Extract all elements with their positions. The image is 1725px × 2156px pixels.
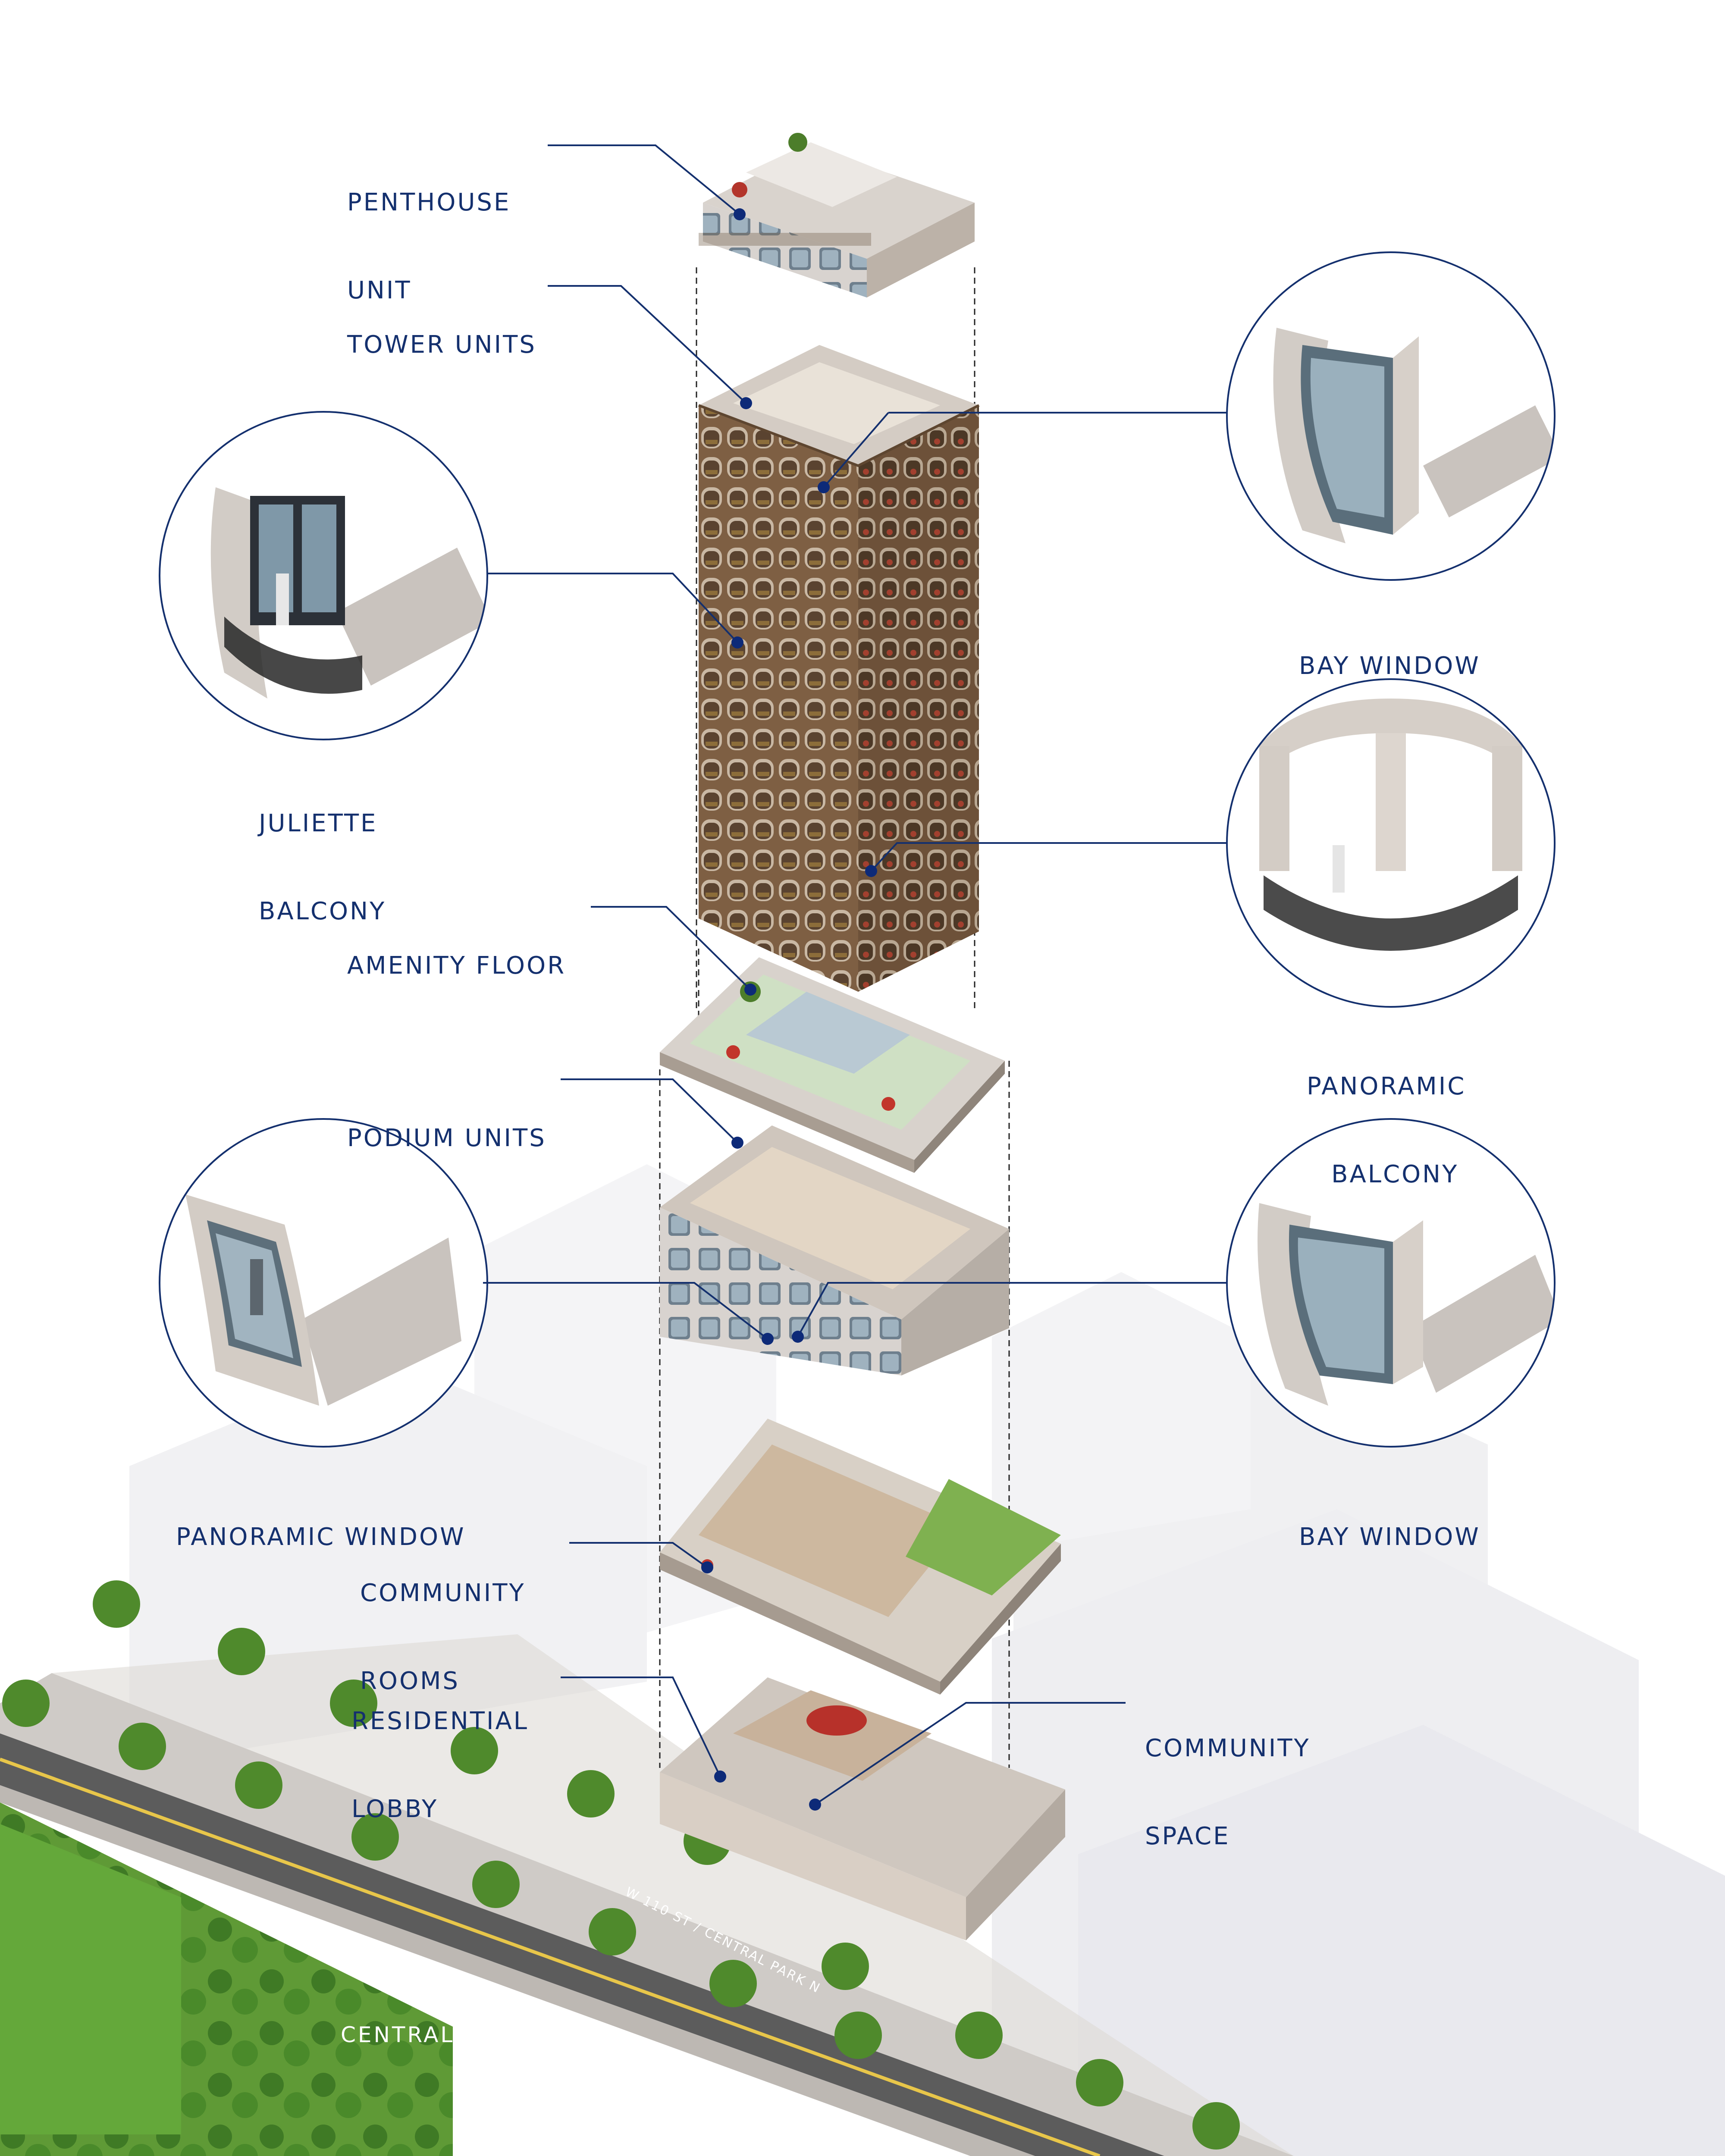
label-bay-window-bottom: BAY WINDOW <box>1299 1464 1480 1581</box>
detail-panoramic-window <box>159 1118 488 1448</box>
detail-juliette-balcony <box>159 411 488 740</box>
label-panoramic-window: PANORAMIC WINDOW <box>176 1464 466 1581</box>
label-line: PANORAMIC WINDOW <box>176 1523 466 1551</box>
label-line: JULIETTE <box>259 809 378 837</box>
label-line: LOBBY <box>351 1795 439 1823</box>
leader-lines <box>483 144 1227 1805</box>
label-line: BALCONY <box>1331 1160 1459 1188</box>
amenity-floor-block <box>660 957 1005 1173</box>
penthouse-unit-block <box>699 133 975 298</box>
label-line: PENTHOUSE <box>347 188 511 216</box>
label-line: PODIUM UNITS <box>347 1124 546 1152</box>
community-rooms-block <box>660 1419 1061 1695</box>
map-label-central-park: CENTRAL PARK <box>341 2022 528 2047</box>
residential-lobby-block <box>660 1677 1065 1940</box>
label-line: BALCONY <box>259 897 386 925</box>
label-line: ROOMS <box>360 1667 460 1695</box>
label-line: AMENITY FLOOR <box>347 952 566 980</box>
label-residential-lobby: RESIDENTIAL LOBBY <box>351 1648 529 1853</box>
street-trees <box>2 1580 1240 2150</box>
explode-guides <box>659 267 1010 1768</box>
label-line: RESIDENTIAL <box>351 1707 529 1735</box>
label-podium-units: PODIUM UNITS <box>347 1065 546 1182</box>
label-panoramic-balcony: PANORAMIC BALCONY <box>1307 1013 1466 1219</box>
label-line: BAY WINDOW <box>1299 652 1480 680</box>
label-line: COMMUNITY <box>360 1579 526 1607</box>
label-tower-units: TOWER UNITS <box>347 272 536 389</box>
label-line: TOWER UNITS <box>347 331 536 359</box>
label-penthouse-unit: PENTHOUSE UNIT <box>347 129 511 335</box>
label-line: PANORAMIC <box>1307 1072 1466 1100</box>
detail-bay-window-bottom <box>1226 1118 1556 1448</box>
central-park <box>0 1802 453 2156</box>
callout-dots <box>701 208 877 1811</box>
detail-bay-window-top <box>1226 251 1556 581</box>
label-juliette-balcony: JULIETTE BALCONY <box>259 750 386 956</box>
label-community-space: COMMUNITY SPACE <box>1145 1675 1311 1880</box>
label-line: COMMUNITY <box>1145 1734 1311 1762</box>
tower-units-block <box>698 345 980 992</box>
podium-units-block <box>660 1125 1009 1376</box>
detail-panoramic-balcony <box>1226 678 1556 1008</box>
label-line: BAY WINDOW <box>1299 1523 1480 1551</box>
label-line: SPACE <box>1145 1822 1230 1850</box>
label-line: UNIT <box>347 276 412 304</box>
label-community-rooms: COMMUNITY ROOMS <box>360 1520 526 1725</box>
label-bay-window-top: BAY WINDOW <box>1299 593 1480 710</box>
label-amenity-floor: AMENITY FLOOR <box>347 893 566 1010</box>
